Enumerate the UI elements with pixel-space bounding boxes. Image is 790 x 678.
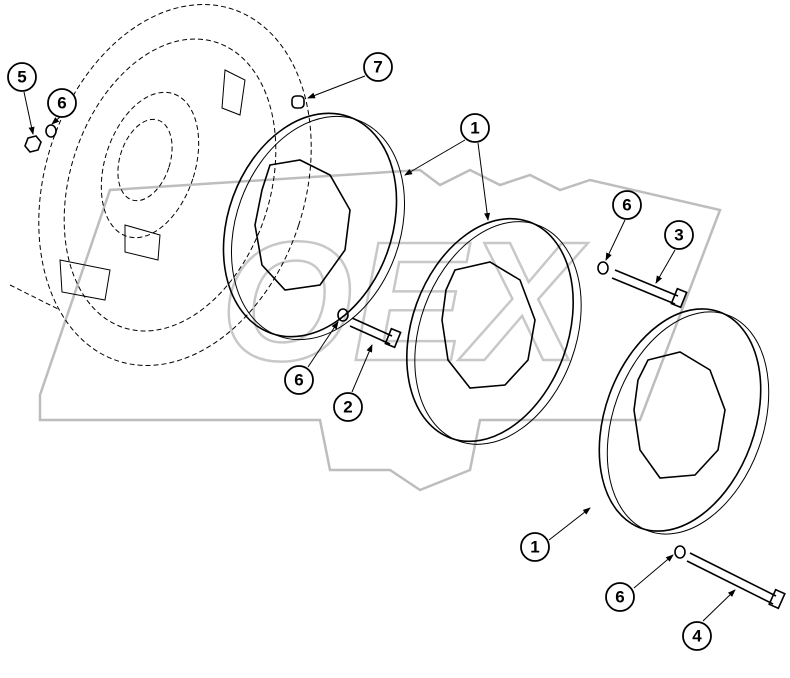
callout-6: 6 bbox=[284, 365, 314, 395]
watermark-text: OEX bbox=[220, 207, 588, 397]
leader-lines bbox=[23, 75, 736, 622]
bolt bbox=[611, 269, 679, 305]
callout-5: 5 bbox=[7, 62, 37, 92]
washer bbox=[597, 261, 609, 275]
svg-text:1: 1 bbox=[470, 119, 479, 138]
wheel-weight-upper bbox=[222, 112, 406, 341]
callout-4: 4 bbox=[682, 621, 712, 651]
svg-text:5: 5 bbox=[17, 68, 26, 87]
callout-6: 6 bbox=[47, 88, 77, 118]
nut bbox=[24, 135, 42, 153]
callout-1: 1 bbox=[460, 113, 490, 143]
bolt bbox=[349, 317, 393, 345]
callout-3: 3 bbox=[664, 220, 694, 250]
svg-text:2: 2 bbox=[343, 398, 352, 417]
spacer bbox=[291, 95, 305, 109]
callout-6: 6 bbox=[605, 582, 635, 612]
washer bbox=[674, 545, 686, 559]
callout-1: 1 bbox=[520, 532, 550, 562]
wheel-weight-lower bbox=[598, 308, 770, 535]
svg-text:3: 3 bbox=[674, 226, 683, 245]
svg-text:6: 6 bbox=[615, 588, 624, 607]
svg-text:6: 6 bbox=[622, 196, 631, 215]
callout-6: 6 bbox=[612, 190, 642, 220]
callout-2: 2 bbox=[333, 392, 363, 422]
svg-text:7: 7 bbox=[373, 58, 382, 77]
svg-text:6: 6 bbox=[294, 371, 303, 390]
bolt bbox=[686, 552, 777, 605]
washer bbox=[337, 308, 349, 322]
callout-7: 7 bbox=[363, 52, 393, 82]
washer bbox=[45, 124, 57, 138]
wheel-hub bbox=[9, 4, 312, 366]
svg-text:6: 6 bbox=[57, 94, 66, 113]
svg-text:1: 1 bbox=[530, 538, 539, 557]
svg-text:4: 4 bbox=[692, 627, 702, 646]
wheel-weight-middle bbox=[406, 217, 582, 445]
hardware bbox=[24, 95, 786, 610]
